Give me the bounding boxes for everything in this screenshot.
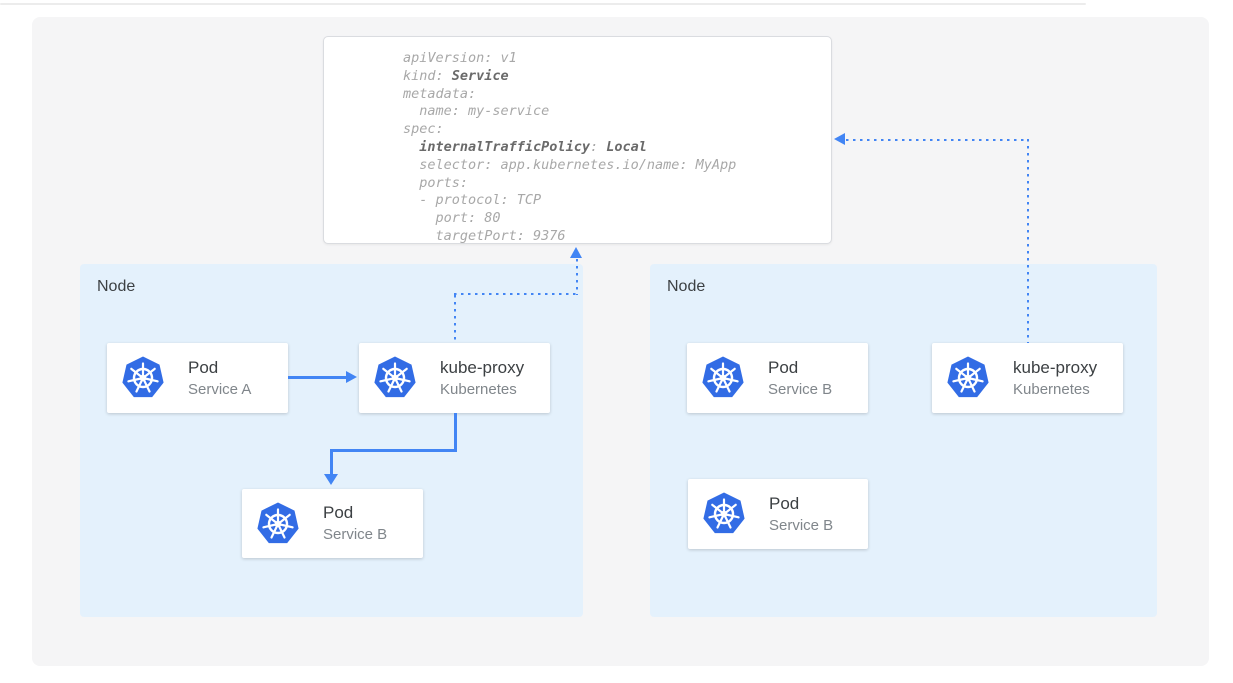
card-pod-service-b-left: Pod Service B: [242, 489, 423, 558]
yaml-line: kind: Service: [403, 67, 509, 84]
arrow-line: [454, 413, 457, 452]
kubernetes-wheel-icon: [701, 355, 745, 401]
arrow-line: [330, 449, 457, 452]
dotted-line: [454, 293, 578, 295]
page-top-divider: [0, 3, 1086, 5]
dotted-line: [454, 295, 456, 343]
arrow-head-down-icon: [324, 474, 338, 485]
card-subtitle: Service B: [323, 526, 388, 543]
card-subtitle: Service B: [769, 516, 834, 534]
yaml-line: name: my-service: [403, 103, 550, 120]
node-left-label: Node: [97, 278, 136, 295]
card-title: kube-proxy: [440, 357, 525, 377]
card-pod-service-b-right-top: Pod Service B: [687, 343, 868, 413]
kubernetes-wheel-icon: [373, 355, 417, 401]
arrow-line: [288, 376, 347, 379]
yaml-line: selector: app.kubernetes.io/name: MyApp: [403, 156, 737, 173]
card-title: Pod: [768, 357, 799, 377]
node-left: Node: [80, 264, 583, 617]
yaml-line: - protocol: TCP: [403, 192, 542, 209]
card-subtitle: Service A: [188, 380, 252, 398]
dotted-line: [576, 259, 578, 295]
card-kube-proxy-left: kube-proxy Kubernetes: [359, 343, 550, 413]
kubernetes-wheel-icon: [121, 355, 165, 401]
kubernetes-wheel-icon: [256, 501, 300, 547]
node-right: Node: [650, 264, 1157, 617]
yaml-line: port: 80: [403, 210, 501, 227]
card-subtitle: Service B: [768, 380, 833, 398]
card-pod-service-a: Pod Service A: [107, 343, 288, 413]
yaml-line: metadata:: [403, 85, 477, 102]
kubernetes-wheel-icon: [702, 491, 746, 537]
yaml-line: targetPort: 9376: [403, 227, 566, 244]
card-title: kube-proxy: [1013, 357, 1098, 377]
dotted-line: [1027, 139, 1029, 343]
card-title: Pod: [188, 357, 219, 377]
card-title: Pod: [323, 503, 354, 522]
yaml-line: internalTrafficPolicy: Local: [419, 138, 647, 155]
arrow-head-right-icon: [346, 371, 357, 383]
yaml-line: spec:: [403, 121, 444, 138]
kubernetes-wheel-icon: [946, 355, 990, 401]
yaml-line: apiVersion: v1: [403, 50, 517, 66]
arrow-head-left-icon: [834, 133, 845, 145]
dotted-line: [846, 139, 1029, 141]
arrow-line: [330, 449, 333, 475]
arrow-head-up-icon: [570, 247, 582, 258]
card-title: Pod: [769, 493, 800, 513]
yaml-line: ports:: [403, 174, 469, 191]
node-right-label: Node: [667, 278, 706, 295]
card-pod-service-b-right-bottom: Pod Service B: [688, 479, 868, 549]
card-kube-proxy-right: kube-proxy Kubernetes: [932, 343, 1123, 413]
card-subtitle: Kubernetes: [1013, 380, 1090, 398]
card-subtitle: Kubernetes: [440, 380, 517, 398]
